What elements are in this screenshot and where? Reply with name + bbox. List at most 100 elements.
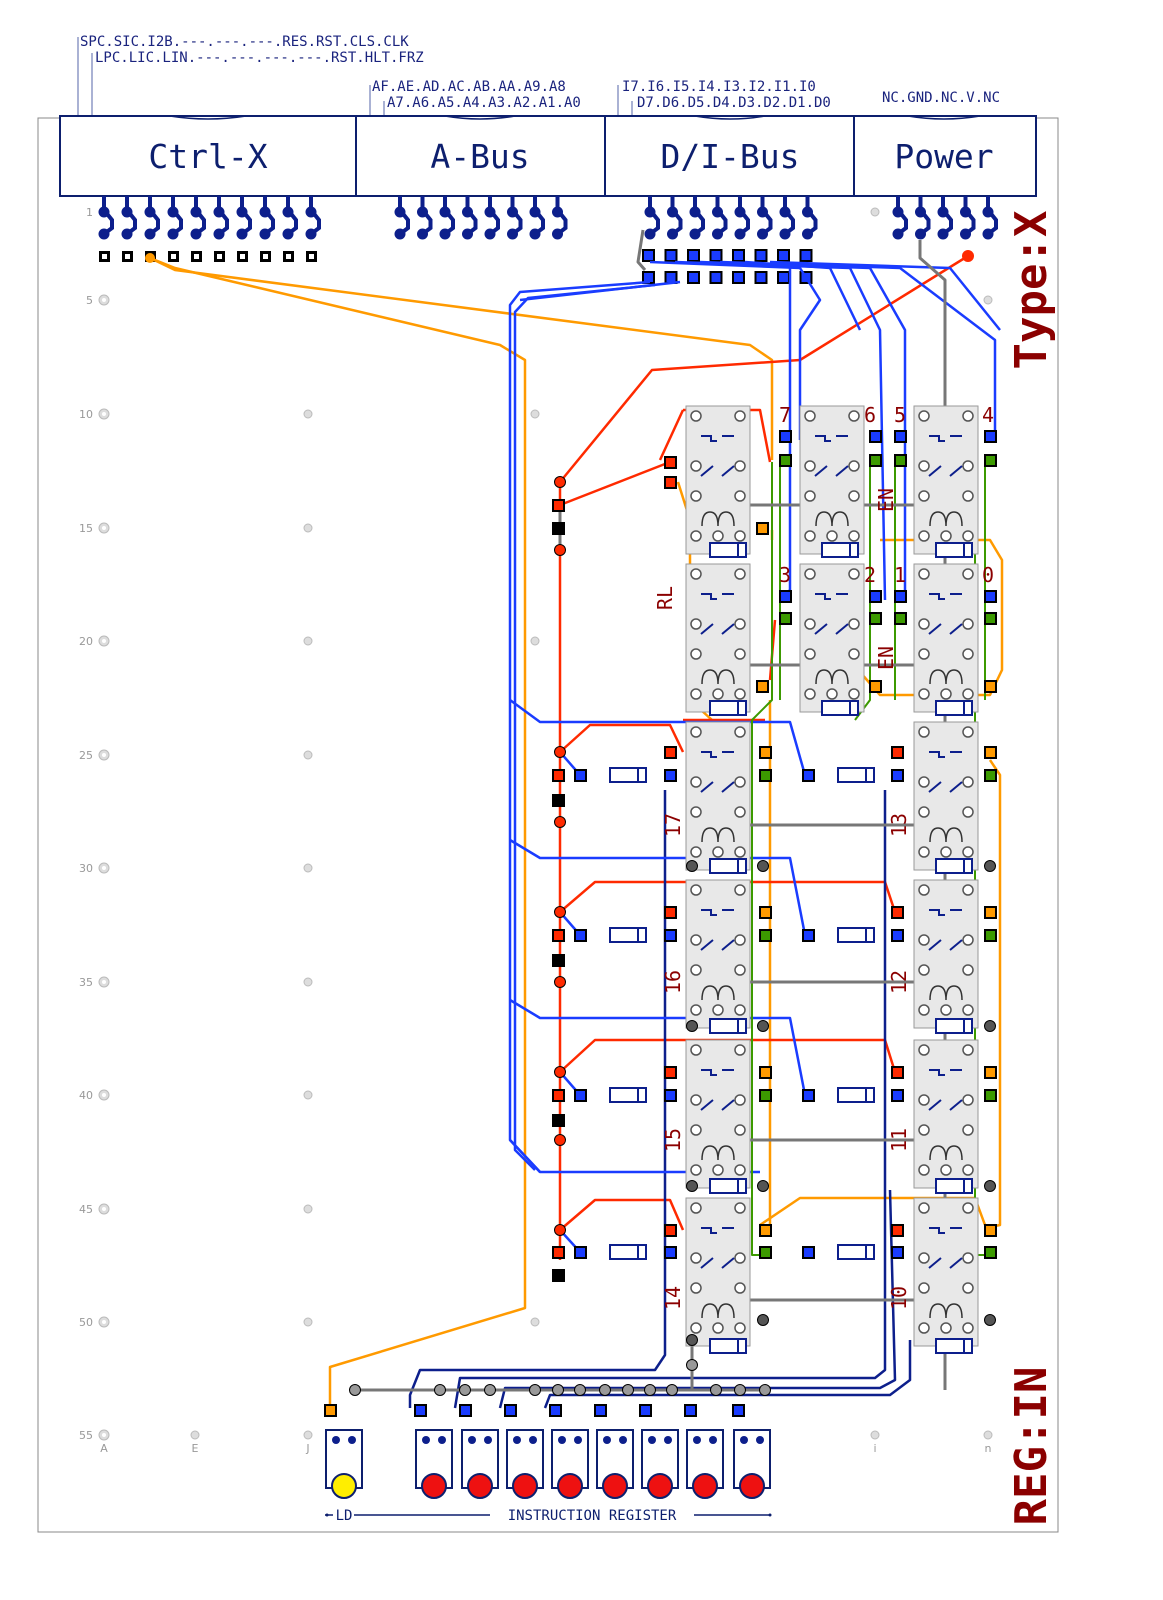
relay bbox=[913, 405, 979, 555]
grid-hole bbox=[303, 1317, 313, 1327]
dbus-trace bbox=[805, 196, 818, 236]
pad bbox=[984, 612, 997, 625]
relay bbox=[913, 721, 979, 871]
relay-contact bbox=[918, 1164, 930, 1176]
diode bbox=[935, 542, 973, 558]
relay-contact bbox=[712, 688, 724, 700]
ctrl-pin bbox=[121, 228, 133, 240]
via bbox=[484, 1384, 496, 1396]
relay-contact bbox=[734, 1322, 746, 1334]
relay-tag-rl: RL bbox=[653, 586, 677, 610]
relay-contact bbox=[690, 688, 702, 700]
dbus-pin bbox=[734, 228, 746, 240]
ctrl-trace bbox=[309, 196, 321, 236]
relay-contact bbox=[848, 648, 860, 660]
pad bbox=[984, 1224, 997, 1237]
dbus-pad bbox=[754, 249, 768, 262]
pad bbox=[552, 1269, 565, 1282]
pad bbox=[894, 612, 907, 625]
abus-pin bbox=[507, 206, 518, 218]
relay-tag-en-mid: EN bbox=[874, 646, 898, 670]
relay-label-16: 16 bbox=[661, 970, 685, 994]
diode bbox=[709, 1178, 747, 1194]
dbus-pad bbox=[687, 271, 700, 284]
power-pin bbox=[915, 228, 926, 240]
abus-pin bbox=[484, 206, 496, 218]
ctrl-pin bbox=[144, 228, 156, 240]
relay-contact bbox=[918, 648, 930, 660]
relay-body bbox=[685, 405, 751, 555]
relay-contact bbox=[690, 776, 702, 788]
diode bbox=[609, 1087, 647, 1103]
dbus-pad bbox=[642, 249, 655, 262]
grid-hole bbox=[530, 409, 540, 419]
led-socket-pin bbox=[740, 1436, 748, 1444]
row-label: 35 bbox=[79, 976, 93, 989]
abus-pin bbox=[462, 228, 473, 240]
relay-body bbox=[685, 1197, 751, 1347]
relay-contact bbox=[962, 1164, 974, 1176]
grid-hole bbox=[303, 636, 313, 646]
pad bbox=[869, 430, 882, 443]
register-led bbox=[602, 1473, 628, 1499]
connector-abus: A-Bus bbox=[355, 115, 606, 197]
relay-label-4: 4 bbox=[982, 403, 994, 427]
via bbox=[757, 860, 769, 872]
relay-contact bbox=[690, 1044, 702, 1056]
pad bbox=[891, 1246, 904, 1259]
relay bbox=[685, 879, 751, 1029]
led-socket-pin bbox=[484, 1436, 492, 1444]
relay-contact bbox=[690, 846, 702, 858]
dbus-trace bbox=[693, 196, 705, 236]
relay-label-17: 17 bbox=[661, 813, 685, 837]
relay-label-13: 13 bbox=[887, 813, 911, 837]
led-socket-pin bbox=[693, 1436, 701, 1444]
pad bbox=[894, 590, 907, 603]
relay-contact bbox=[962, 1202, 974, 1214]
relay-contact bbox=[962, 776, 974, 788]
ctrl-pin bbox=[190, 206, 202, 218]
pad bbox=[552, 929, 565, 942]
relay-contact bbox=[734, 964, 746, 976]
relay-coil bbox=[701, 1145, 735, 1161]
relay-contact bbox=[962, 1322, 974, 1334]
relay-coil bbox=[701, 1303, 735, 1319]
column-letter: J bbox=[305, 1442, 309, 1455]
diodes bbox=[609, 542, 973, 1354]
relay-contact bbox=[918, 964, 930, 976]
ctrl-pin bbox=[213, 228, 225, 240]
ctrl-square-hole bbox=[263, 254, 268, 259]
relay-body bbox=[913, 879, 979, 1029]
diode bbox=[821, 542, 859, 558]
grid-hole-center bbox=[102, 980, 106, 984]
relay-switch bbox=[700, 1069, 735, 1111]
pad bbox=[552, 1246, 565, 1259]
register-led bbox=[739, 1473, 765, 1499]
grid-hole bbox=[983, 1430, 993, 1440]
diode bbox=[935, 700, 973, 716]
ctrl-square-hole bbox=[171, 254, 176, 259]
relay-body bbox=[799, 405, 865, 555]
via bbox=[686, 1180, 698, 1192]
pads bbox=[324, 430, 997, 1417]
power-pin bbox=[892, 228, 904, 240]
pad bbox=[869, 612, 882, 625]
dbus-pad bbox=[799, 249, 813, 262]
pad bbox=[984, 430, 997, 443]
relay-contact bbox=[734, 846, 746, 858]
grid-hole bbox=[303, 523, 313, 533]
grid-hole-center bbox=[102, 1433, 106, 1437]
relay-contact bbox=[918, 726, 930, 738]
dbus-pad bbox=[777, 249, 790, 262]
register-led bbox=[647, 1473, 673, 1499]
relay-switch bbox=[700, 593, 735, 635]
diode bbox=[837, 1244, 875, 1260]
ctrl-pin-labels-2: LPC.LIC.LIN.---.---.---.---.RST.HLT.FRZ bbox=[95, 50, 424, 66]
dbus-pin bbox=[757, 206, 768, 218]
pad bbox=[984, 929, 997, 942]
ctrl-square-hole bbox=[194, 254, 199, 259]
relay-contact bbox=[918, 1252, 930, 1264]
pad bbox=[756, 522, 769, 535]
relay-coil bbox=[701, 669, 735, 685]
relay-contact bbox=[962, 1004, 974, 1016]
